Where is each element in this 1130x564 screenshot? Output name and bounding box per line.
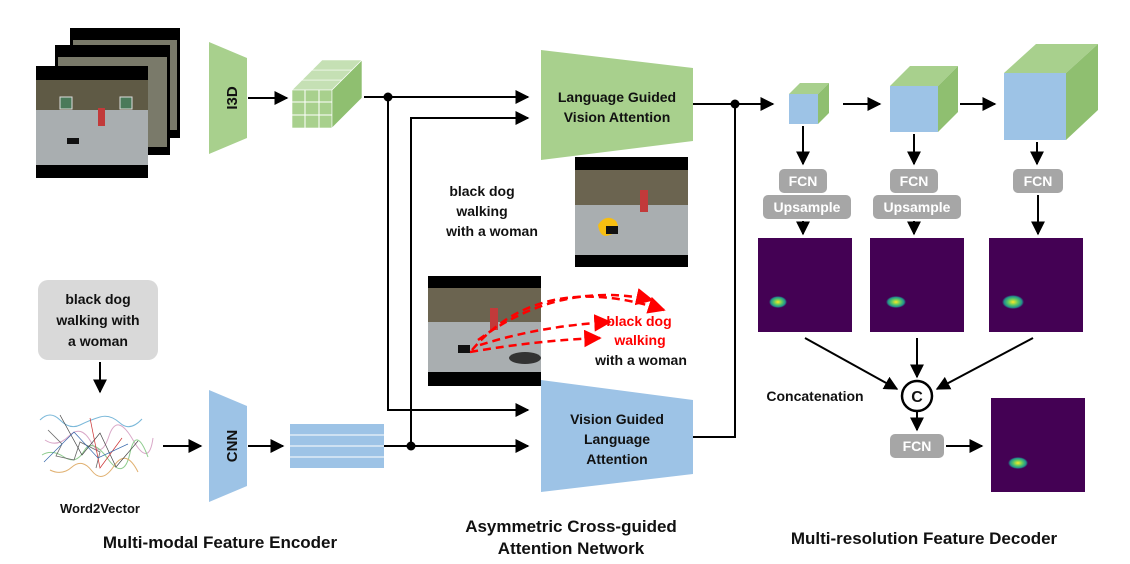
- output-mask: [991, 398, 1085, 492]
- decoder-cube-small: [789, 83, 829, 124]
- fcn-box-3: FCN: [1013, 169, 1063, 193]
- lgva-line-2: Vision Attention: [564, 109, 671, 125]
- attention-merge-lines: [693, 97, 775, 438]
- video-frames-stack: [36, 28, 180, 178]
- heatmap-scale-3: [989, 238, 1083, 332]
- attention-section-title-1: Asymmetric Cross-guided: [465, 517, 677, 536]
- i3d-module: I3D: [209, 42, 247, 154]
- heatmap-scale-1: [758, 238, 852, 332]
- concat-symbol: C: [911, 389, 923, 406]
- attention-section-title-2: Attention Network: [498, 539, 645, 558]
- arrow-language-to-lgva: [410, 111, 530, 446]
- query-line-2: walking with: [55, 312, 139, 328]
- word2vec-label: Word2Vector: [60, 501, 140, 516]
- attention-example-frame: [575, 157, 688, 267]
- caption-line-2: walking: [455, 203, 507, 219]
- query-line-3: a woman: [68, 333, 128, 349]
- vgla-line-2: Language: [584, 431, 650, 447]
- vgla-line-3: Attention: [586, 451, 647, 467]
- lgva-line-1: Language Guided: [558, 89, 676, 105]
- cnn-module: CNN: [209, 390, 247, 502]
- fcn-box-2: FCN: [890, 169, 938, 193]
- arrow-visual-to-vgla: [387, 97, 530, 417]
- svg-text:Upsample: Upsample: [774, 199, 841, 215]
- concat-node: C: [900, 379, 934, 413]
- svg-text:FCN: FCN: [1024, 173, 1053, 189]
- caption-line-1: black dog: [449, 183, 514, 199]
- query-line-1: black dog: [65, 291, 130, 307]
- svg-text:FCN: FCN: [900, 173, 929, 189]
- caption-line-3: with a woman: [445, 223, 538, 239]
- final-fcn-box: FCN: [890, 434, 944, 458]
- i3d-label: I3D: [224, 86, 241, 110]
- svg-text:FCN: FCN: [789, 173, 818, 189]
- query-text-box: black dog walking with a woman: [38, 280, 158, 360]
- arrow-map3-to-concat: [935, 337, 1034, 390]
- caption-tail: with a woman: [594, 352, 687, 368]
- routing-lines: [364, 90, 530, 453]
- cnn-label: CNN: [224, 430, 241, 463]
- visual-feature-volume: [291, 59, 363, 129]
- svg-text:FCN: FCN: [903, 438, 932, 454]
- arrow-map1-to-concat: [804, 337, 899, 390]
- vgla-module: Vision Guided Language Attention: [541, 380, 693, 492]
- upsample-box-2: Upsample: [873, 195, 961, 219]
- upsample-box-1: Upsample: [763, 195, 851, 219]
- red-caption-line-2: walking: [613, 332, 665, 348]
- language-feature-stack: [290, 424, 384, 468]
- lgva-module: Language Guided Vision Attention: [541, 50, 693, 160]
- red-caption-line-1: black dog: [606, 313, 671, 329]
- cross-attention-arrows: [469, 288, 666, 354]
- decoder-cube-large: [1004, 44, 1098, 140]
- fcn-box-1: FCN: [779, 169, 827, 193]
- vgla-line-1: Vision Guided: [570, 411, 664, 427]
- word2vec-embedding-plot: [39, 414, 154, 477]
- decoder-section-title: Multi-resolution Feature Decoder: [791, 529, 1058, 548]
- encoder-section-title: Multi-modal Feature Encoder: [103, 533, 338, 552]
- concatenation-label: Concatenation: [766, 388, 863, 404]
- cross-attention-frame: [428, 276, 541, 386]
- svg-text:Upsample: Upsample: [884, 199, 951, 215]
- decoder-cube-medium: [890, 66, 958, 132]
- heatmap-scale-2: [870, 238, 964, 332]
